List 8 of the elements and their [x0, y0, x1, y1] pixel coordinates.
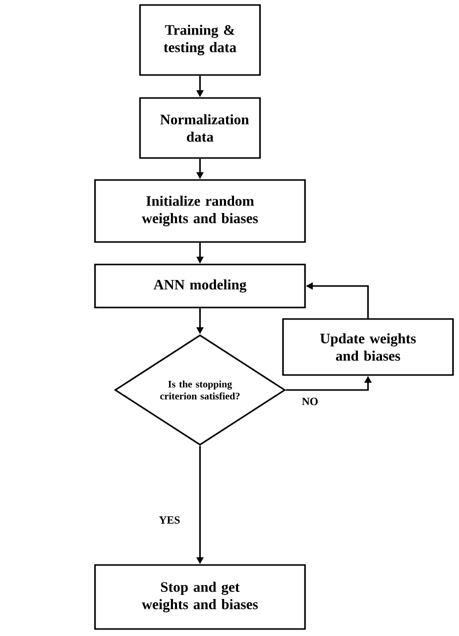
process-box: Training & testing data [139, 4, 261, 76]
process-box: Initialize random weights and biases [94, 179, 306, 243]
process-box: Normalization data [139, 97, 261, 159]
process-box: Stop and get weights and biases [94, 564, 306, 630]
edge-label: YES [159, 516, 180, 524]
process-box: Update weights and biases [282, 318, 454, 376]
edge-label: NO [302, 398, 318, 406]
process-box: ANN modeling [94, 264, 306, 308]
